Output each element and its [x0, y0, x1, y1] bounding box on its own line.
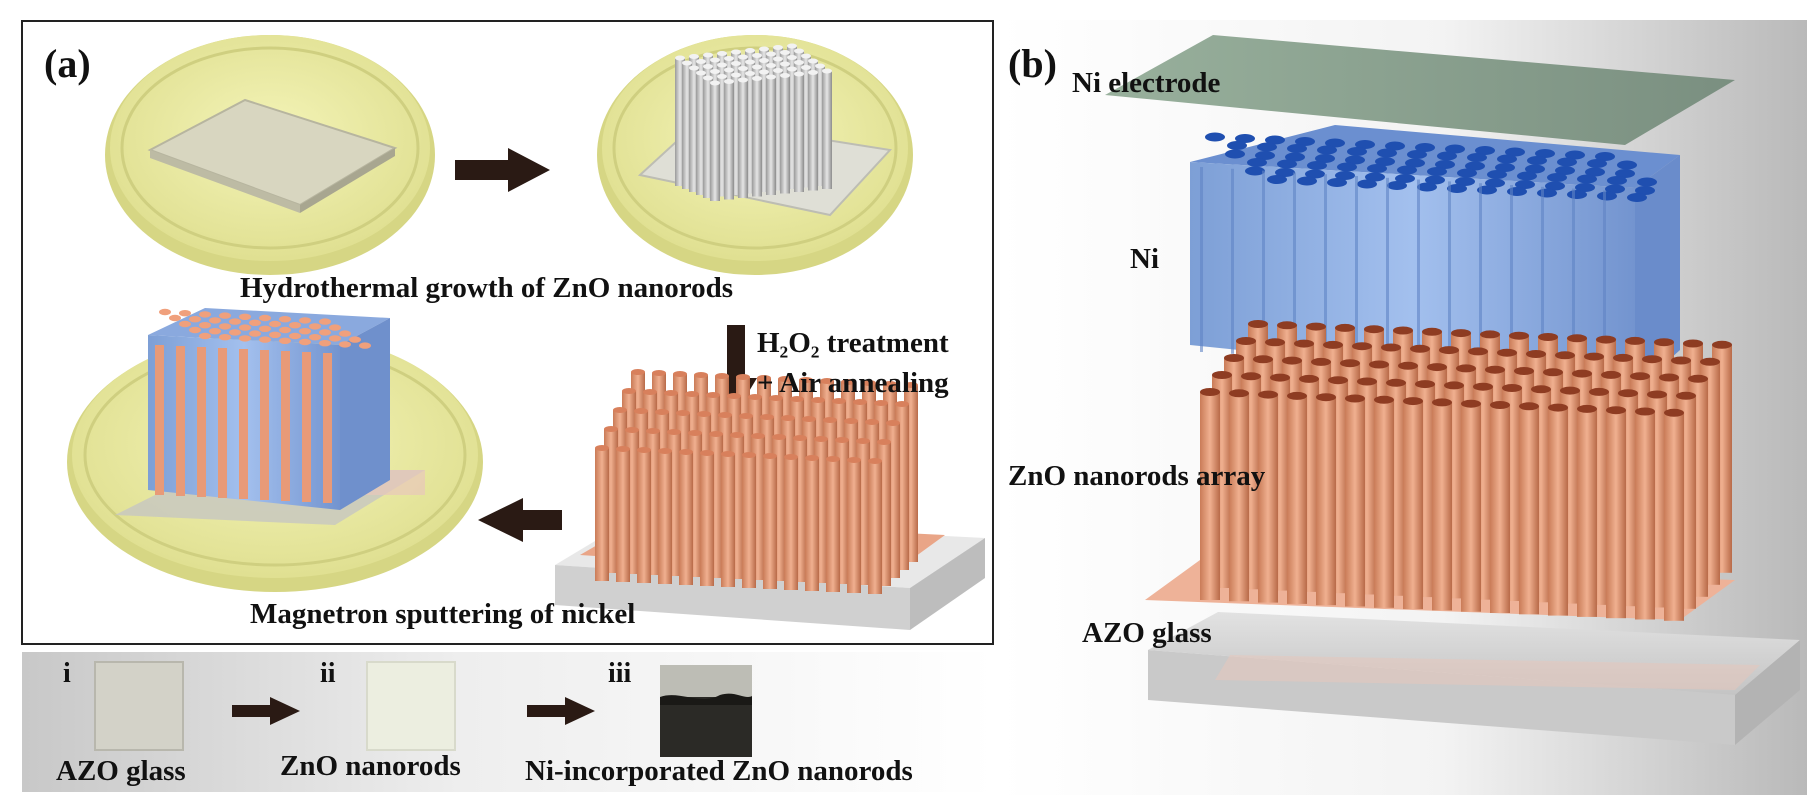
layer-ni-electrode-label: Ni electrode: [1072, 67, 1221, 99]
step3-caption: Magnetron sputtering of nickel: [250, 598, 636, 630]
step1-caption: Hydrothermal growth of ZnO nanorods: [240, 272, 734, 304]
photo-iii-caption: Ni-incorporated ZnO nanorods: [525, 755, 913, 787]
ni-electrode-plate: [1105, 35, 1735, 145]
photo-ii-caption: ZnO nanorods: [280, 750, 461, 782]
photo-zno-nanorods: [366, 661, 456, 751]
panel-a-illustration: [67, 35, 985, 630]
panel-b-illustration: [1105, 35, 1800, 745]
step2-line1: H₂O₂ treatment: [757, 327, 949, 359]
photo-ii-label: ii: [320, 658, 336, 689]
azo-glass-slab: [1148, 612, 1800, 745]
photo-strip: [94, 661, 752, 757]
arrow-left: [478, 498, 562, 542]
photo-i-caption: AZO glass: [56, 755, 186, 787]
panel-a-frame: [21, 20, 994, 645]
layer-azo-label: AZO glass: [1082, 617, 1212, 649]
dish-grown-nanorods: [597, 35, 913, 275]
zno-array: [1145, 320, 1735, 621]
zno-nanorods-on-glass: [555, 369, 985, 630]
photo-i-label: i: [63, 658, 71, 689]
photo-azo-glass: [94, 661, 184, 751]
strip-arrow-2: [527, 697, 595, 725]
arrow-right: [455, 148, 550, 192]
panel-a-label: (a): [44, 41, 91, 86]
photo-iii-label: iii: [608, 658, 632, 689]
strip-arrow-1: [232, 697, 300, 725]
dish-ni-incorporated: [67, 308, 483, 592]
photo-ni-incorporated: [660, 665, 752, 757]
layer-ni-label: Ni: [1130, 243, 1159, 275]
step2-line2: + Air annealing: [757, 367, 949, 399]
dish-bare-substrate: [105, 35, 435, 275]
panel-b-label: (b): [1008, 41, 1057, 86]
layer-zno-label: ZnO nanorods array: [1008, 460, 1266, 492]
